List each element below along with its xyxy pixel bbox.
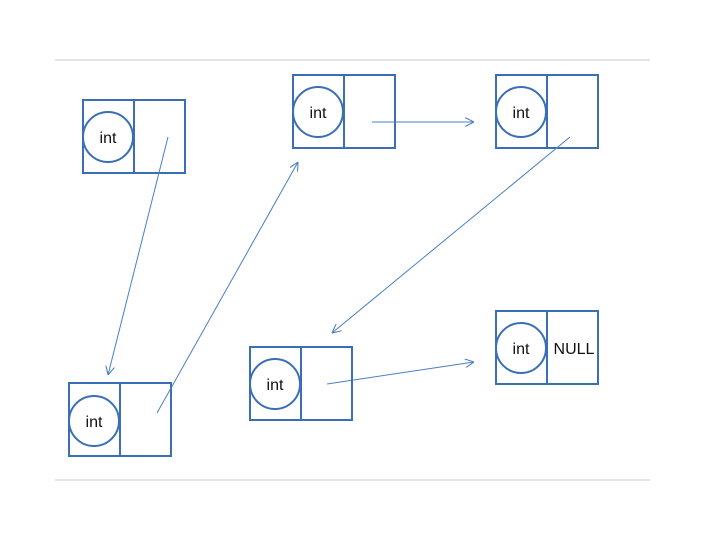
node-1-value-label: int — [100, 130, 117, 147]
arrow-node-5-to-node-6 — [326, 362, 474, 385]
list-node-3: int — [292, 74, 396, 149]
node-4-pointer-cell — [546, 74, 599, 149]
node-1-pointer-cell — [133, 99, 186, 174]
node-4-value-circle — [495, 86, 547, 138]
node-3-value-circle — [292, 86, 344, 138]
node-4-value-label: int — [513, 105, 530, 122]
arrow-node-4-to-node-5 — [332, 136, 571, 333]
node-5-pointer-cell — [300, 346, 353, 421]
list-node-5: int — [249, 346, 353, 421]
list-node-4: int — [495, 74, 599, 149]
list-node-2: int — [68, 382, 172, 457]
node-2-value-circle — [68, 395, 120, 447]
node-6-value-circle — [495, 322, 547, 374]
node-2-value-label: int — [86, 414, 103, 431]
node-3-value-label: int — [310, 105, 327, 122]
node-3-pointer-cell — [343, 74, 396, 149]
list-node-6: int NULL — [495, 310, 599, 385]
node-5-value-label: int — [267, 377, 284, 394]
list-node-1: int — [82, 99, 186, 174]
node-1-value-circle — [82, 111, 134, 163]
node-6-pointer-cell — [546, 310, 599, 385]
arrow-node-1-to-node-2 — [108, 136, 169, 375]
node-6-pointer-label: NULL — [554, 341, 595, 358]
node-6-value-label: int — [513, 341, 530, 358]
node-5-value-circle — [249, 358, 301, 410]
arrow-node-2-to-node-3 — [156, 162, 298, 414]
node-2-pointer-cell — [119, 382, 172, 457]
